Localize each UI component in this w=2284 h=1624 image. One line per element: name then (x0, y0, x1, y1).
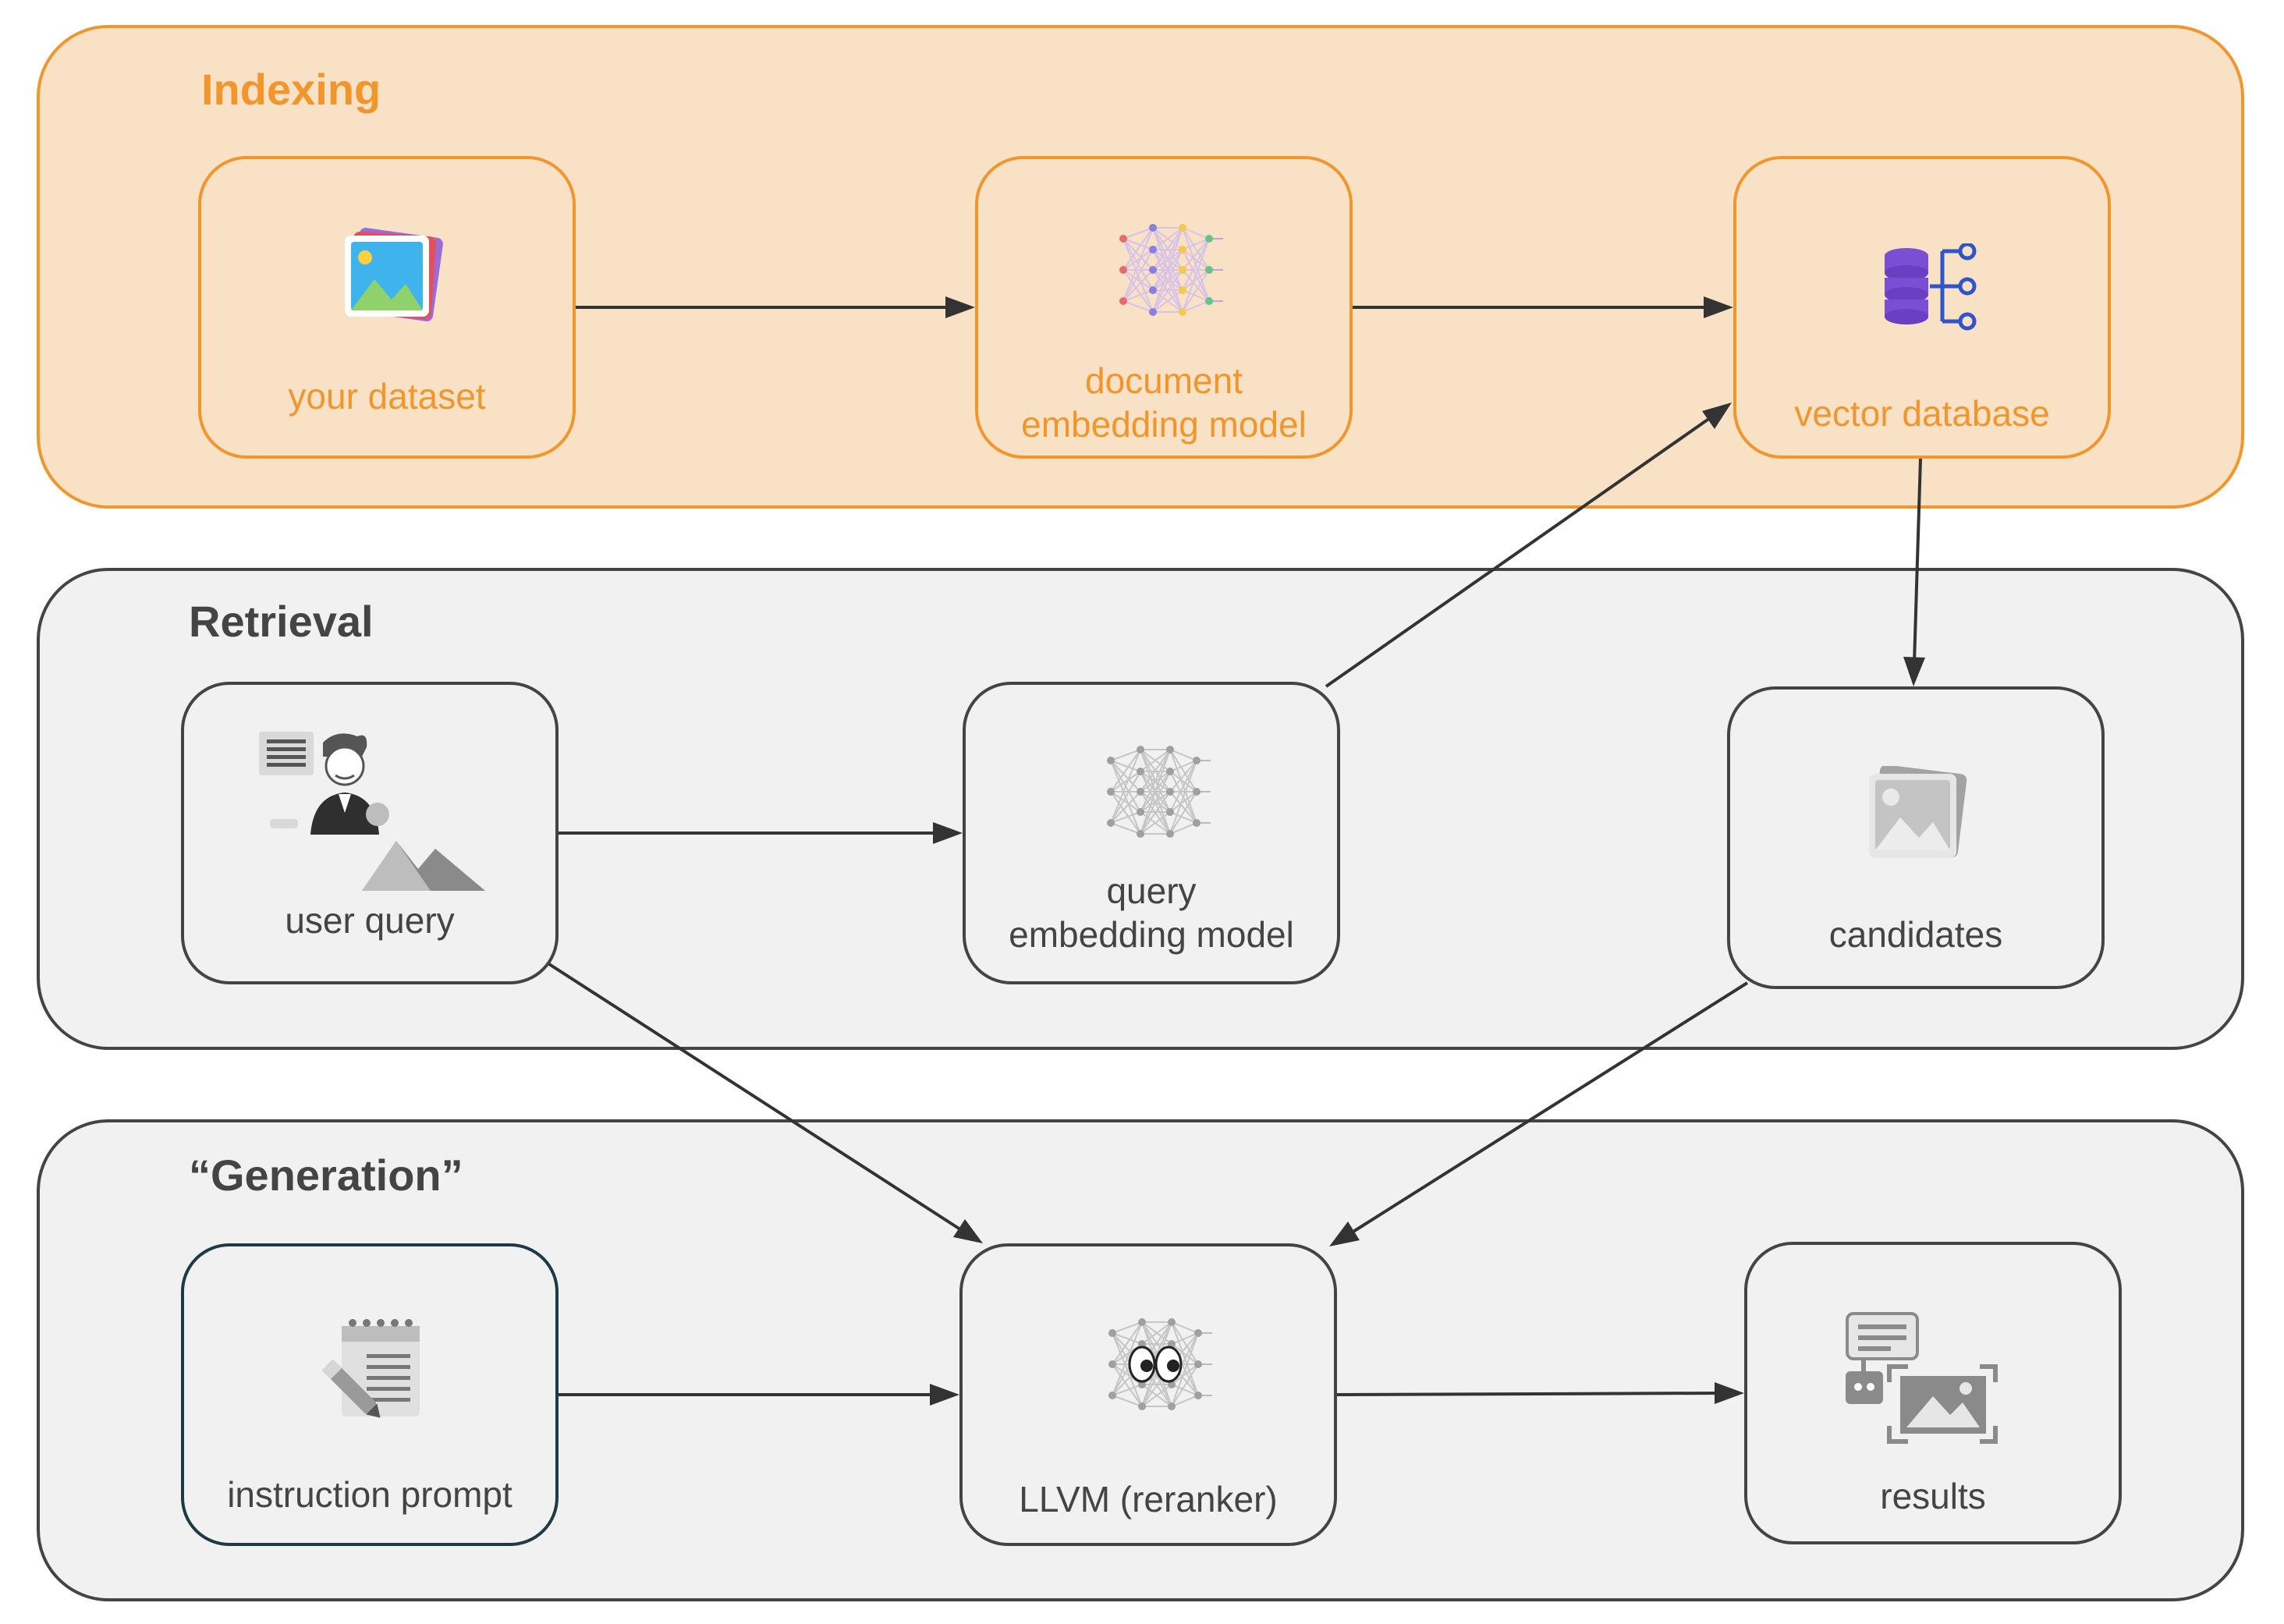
arrowhead (1329, 1222, 1360, 1246)
instruction-prompt-label: instruction prompt (227, 1474, 512, 1515)
image-stack-icon (1869, 766, 1967, 858)
llvm-reranker-label: LLVM (reranker) (1019, 1479, 1278, 1519)
user-with-image-icon (259, 732, 485, 891)
document-embedding-model-label-line1: document (1084, 360, 1243, 401)
arrowhead (1704, 296, 1733, 318)
document-embedding-model-label-line2: embedding model (1021, 404, 1307, 445)
query-embedding-model-label-line1: query (1106, 871, 1197, 911)
arrowhead (1715, 1382, 1744, 1404)
user-query-label: user query (285, 900, 455, 941)
arrowhead (953, 1219, 983, 1243)
node-document-embedding-model: document embedding model (975, 156, 1353, 459)
node-llvm-reranker: LLVM (reranker) (959, 1243, 1337, 1546)
indexing-title: Indexing (201, 65, 381, 114)
arrowhead (945, 296, 975, 318)
edge-user-query-to-llvm-reranker (548, 963, 964, 1232)
node-vector-database: vector database (1733, 156, 2111, 459)
query-embedding-model-label-line2: embedding model (1009, 914, 1294, 955)
arrowhead (930, 1384, 959, 1406)
neural-network-icon (1119, 224, 1223, 316)
node-user-query: user query (181, 682, 559, 984)
retrieval-title: Retrieval (189, 597, 374, 646)
vector-database-label: vector database (1794, 393, 2050, 434)
node-query-embedding-model: query embedding model (963, 682, 1340, 984)
edge-candidates-to-llvm-reranker (1348, 981, 1749, 1236)
results-label: results (1880, 1476, 1986, 1516)
your-dataset-label: your dataset (288, 376, 486, 417)
edge-vector-database-to-candidates (1913, 458, 1922, 664)
arrowhead (1903, 657, 1925, 686)
image-stack-icon (345, 228, 443, 321)
candidates-label: candidates (1828, 914, 2003, 955)
chatbot-image-icon (1846, 1312, 1998, 1444)
arrowhead (933, 822, 963, 844)
notepad-pencil-icon (321, 1319, 420, 1418)
edge-query-embedding-model-to-vector-database (1325, 417, 1711, 688)
vector-database-icon (1885, 243, 1977, 331)
node-candidates: candidates (1727, 686, 2105, 989)
node-your-dataset: your dataset (198, 156, 576, 459)
node-results: results (1744, 1242, 2122, 1544)
neural-network-eyes-icon (1108, 1318, 1212, 1410)
edge-llvm-reranker-to-results (1336, 1392, 1722, 1396)
neural-network-icon (1107, 746, 1211, 838)
arrowhead (1702, 402, 1732, 429)
node-instruction-prompt: instruction prompt (181, 1243, 559, 1546)
generation-title: “Generation” (189, 1151, 463, 1200)
